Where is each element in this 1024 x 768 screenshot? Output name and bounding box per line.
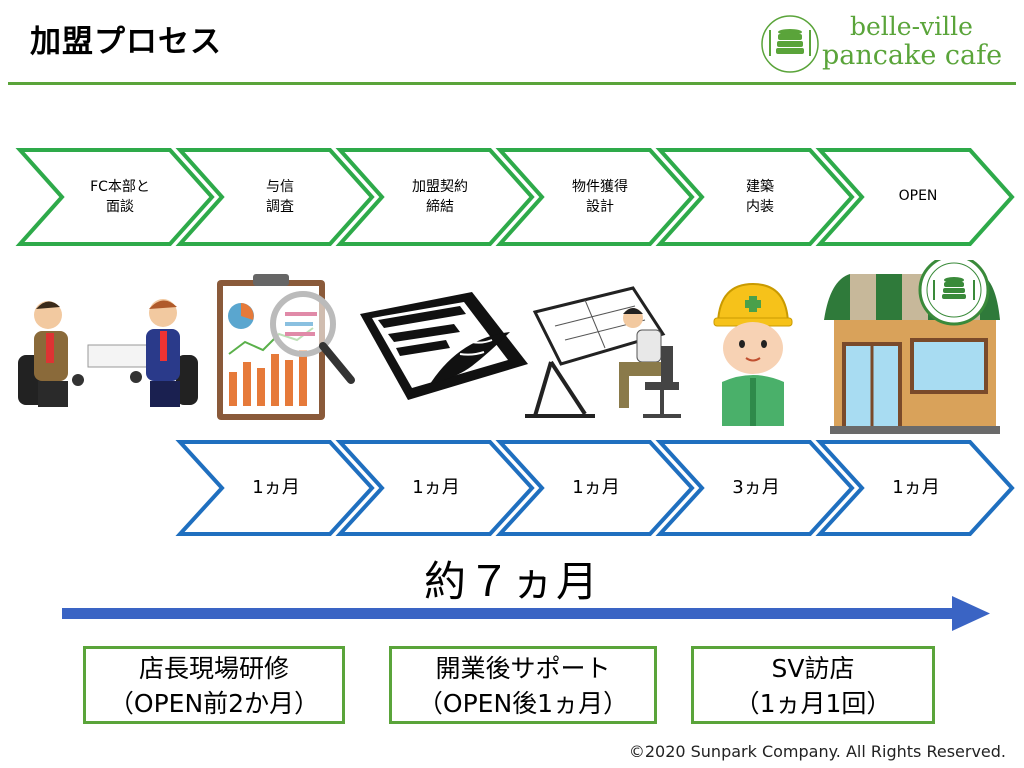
construction-worker-icon <box>713 282 793 426</box>
pancake-stack-logo-icon <box>761 15 819 73</box>
duration-chevron-1 <box>175 440 375 536</box>
duration-label-1: 1ヵ月 <box>252 477 300 498</box>
support-box-title: 店長現場研修 <box>138 654 289 683</box>
timeline-arrow <box>62 596 990 631</box>
copyright-footer: ©2020 Sunpark Company. All Rights Reserv… <box>628 742 1006 761</box>
logo-line-pancake-cafe: pancake cafe <box>822 40 1003 71</box>
storefront-icon <box>824 260 1000 434</box>
duration-chevron-5 <box>815 440 1015 536</box>
duration-label-2: 1ヵ月 <box>412 477 460 498</box>
step-chevron-5 <box>655 148 855 246</box>
duration-chevron-4 <box>655 440 855 536</box>
duration-label-5: 1ヵ月 <box>892 477 940 498</box>
step-label-6: OPEN <box>898 188 938 204</box>
support-box-store-manager-training: 店長現場研修 （OPEN前2か月） <box>83 646 345 724</box>
step-chevron-3 <box>335 148 535 246</box>
logo-line-belle-ville: belle-ville <box>850 12 973 41</box>
contract-quill-icon <box>360 292 528 400</box>
brand-logo: belle-ville pancake cafe <box>758 8 1014 78</box>
step-label-3: 加盟契約 締結 <box>412 179 468 215</box>
duration-chevron-3 <box>495 440 695 536</box>
step-chevron-6 <box>815 148 1015 246</box>
total-duration-label: 約７ヵ月 <box>423 557 600 606</box>
support-box-title: 開業後サポート <box>435 654 611 683</box>
duration-chevron-2 <box>335 440 535 536</box>
duration-label-3: 1ヵ月 <box>572 477 620 498</box>
step-chevron-1 <box>15 148 215 246</box>
meeting-icon <box>18 299 198 407</box>
support-box-sv-visit: SV訪店 （1ヵ月1回） <box>691 646 935 724</box>
duration-label-4: 3ヵ月 <box>732 477 780 498</box>
support-box-post-opening-support: 開業後サポート （OPEN後1ヵ月） <box>389 646 657 724</box>
step-label-5: 建築 内装 <box>746 179 774 215</box>
support-box-subtitle: （OPEN後1ヵ月） <box>417 689 629 718</box>
drafting-icon <box>525 286 681 418</box>
support-box-subtitle: （1ヵ月1回） <box>734 689 892 718</box>
title-underline <box>8 82 1016 85</box>
page-title: 加盟プロセス <box>30 24 222 60</box>
step-label-2: 与信 調査 <box>266 179 294 215</box>
step-label-1: FC本部と 面談 <box>90 179 150 215</box>
step-chevron-4 <box>495 148 695 246</box>
support-box-title: SV訪店 <box>771 654 855 683</box>
step-chevron-2 <box>175 148 375 246</box>
support-box-subtitle: （OPEN前2か月） <box>108 689 320 718</box>
step-label-4: 物件獲得 設計 <box>572 179 628 215</box>
report-magnifier-icon <box>217 274 355 420</box>
